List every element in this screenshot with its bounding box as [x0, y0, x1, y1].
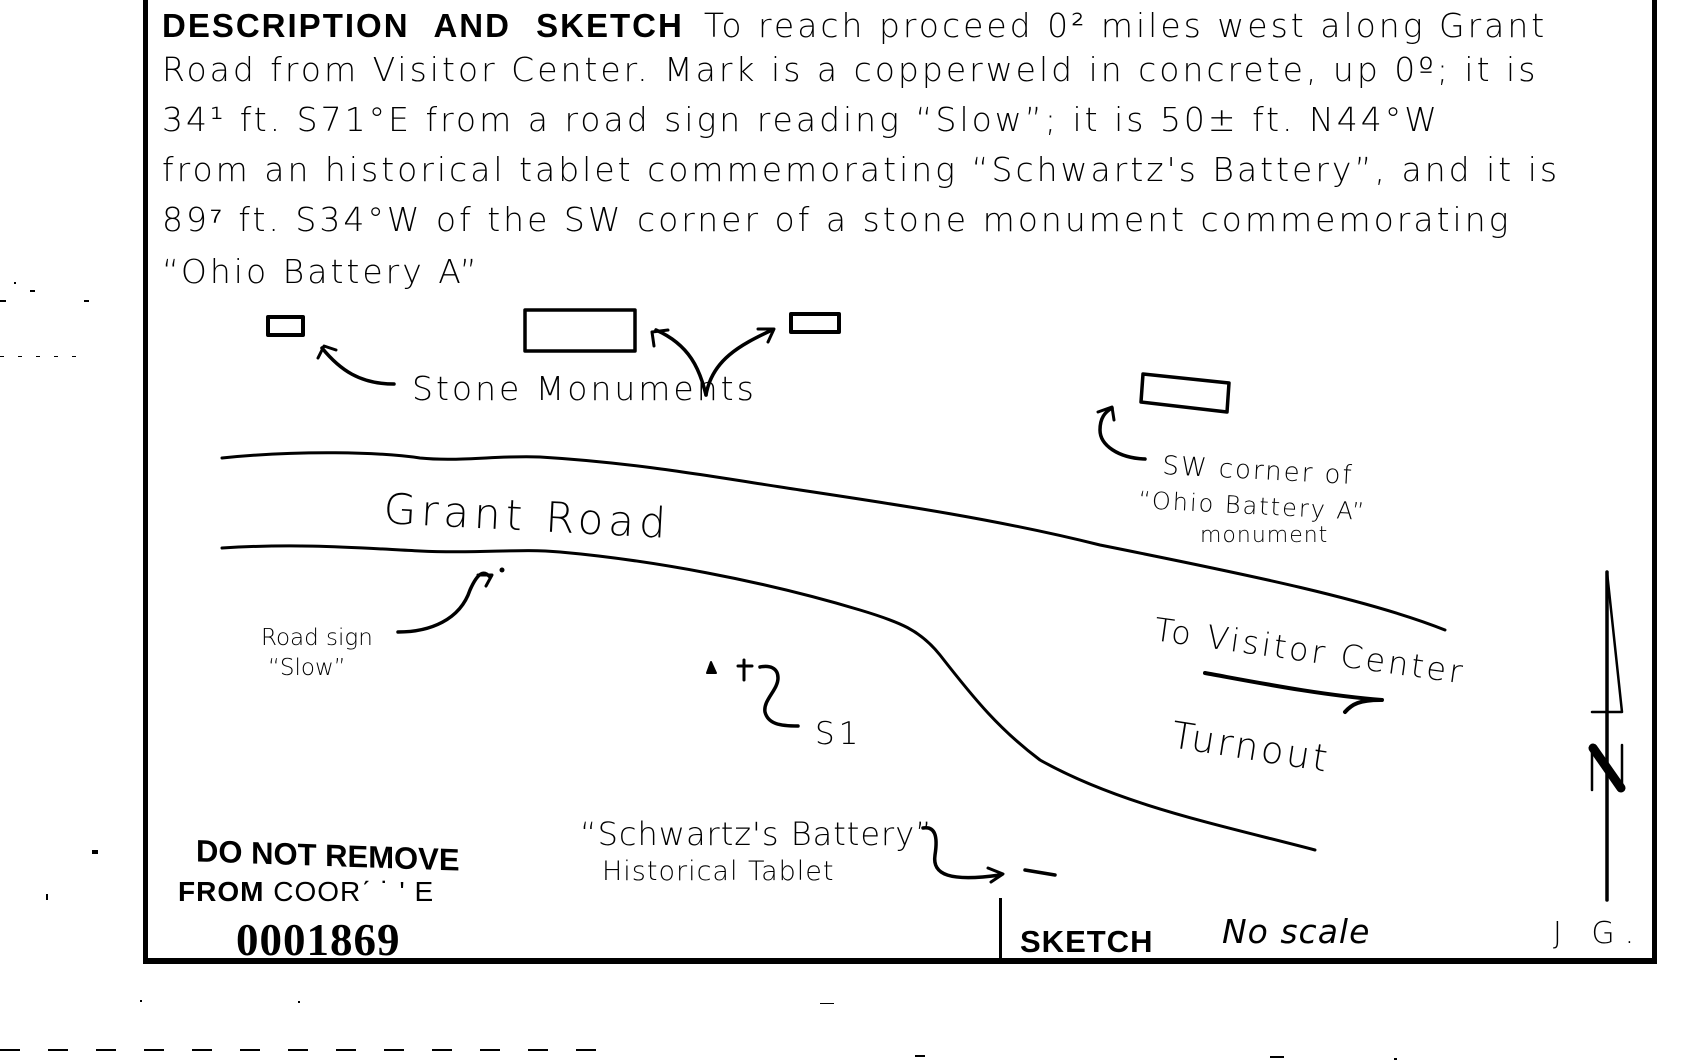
- tablet-pointer-arrow: [921, 826, 1002, 880]
- scan-speck: [0, 1049, 620, 1051]
- turnout-label: Turnout: [1169, 713, 1334, 781]
- road-sign-marker: [499, 567, 505, 573]
- monument-pointer-arrow-center: [654, 328, 708, 397]
- scan-speck: [1394, 1058, 1397, 1060]
- arrowhead: [736, 658, 754, 682]
- scan-speck: [46, 894, 48, 900]
- scan-speck: [0, 356, 80, 357]
- ohio-battery-a-monument: [1139, 372, 1231, 414]
- visitor-center-direction-arrow: [1203, 671, 1384, 702]
- description-text: To reach proceed 0² miles west along Gra…: [703, 6, 1548, 45]
- description-line-4: from an historical tablet commemorating …: [162, 150, 1561, 189]
- stone-monument-east: [789, 312, 841, 334]
- road-sign-label-line-1: Road sign: [261, 625, 373, 651]
- stamp-coords-rest: COORˊ ˙ ' E: [264, 876, 435, 907]
- stone-monument-west: [266, 315, 305, 337]
- scan-speck: [298, 1001, 300, 1003]
- scale-note: No scale: [1222, 912, 1371, 951]
- road-name-label: Grant Road: [382, 484, 672, 548]
- arrowhead: [316, 344, 338, 360]
- stamp-serial-number: 0001869: [236, 915, 401, 965]
- scan-speck: [84, 300, 89, 302]
- scan-speck: [820, 1003, 834, 1004]
- section-heading: DESCRIPTION AND SKETCH: [162, 7, 684, 44]
- description-line-1: DESCRIPTION AND SKETCH To reach proceed 0…: [162, 6, 1547, 45]
- card-border-bottom: [143, 958, 1657, 964]
- arrowhead: [756, 327, 776, 344]
- tablet-label-line-1: “Schwartz's Battery”: [580, 815, 933, 853]
- station-name-label: S1: [815, 716, 862, 752]
- stone-monument-center: [523, 308, 637, 353]
- description-line-3: 34¹ ft. S71°E from a road sign reading “…: [162, 100, 1440, 139]
- card-border-right: [1652, 0, 1657, 964]
- sw-corner-pointer-arrow: [1098, 406, 1147, 461]
- monument-pointer-arrow-west: [320, 346, 396, 386]
- sw-corner-label-line-1: SW corner of: [1162, 451, 1355, 491]
- sw-corner-label-line-3: monument: [1200, 523, 1328, 548]
- surveyor-initials: J G.: [1553, 916, 1645, 951]
- scan-speck: [140, 1000, 142, 1002]
- sketch-label-divider: [999, 898, 1002, 960]
- stamp-from-coords: FROM COORˊ ˙ ' E: [178, 876, 434, 908]
- scan-speck: [1270, 1056, 1284, 1058]
- road-edge-south: [220, 544, 1317, 852]
- scan-speck: [30, 290, 35, 292]
- arrowhead: [1343, 698, 1382, 714]
- stone-monuments-label: Stone Monuments: [412, 369, 757, 408]
- road-sign-pointer-arrow: [396, 571, 492, 634]
- sketch-label: SKETCH: [1020, 924, 1154, 959]
- north-arrow-icon: [1588, 570, 1626, 902]
- description-line-2: Road from Visitor Center. Mark is a copp…: [162, 50, 1539, 89]
- road-sign-label-line-2: “Slow”: [268, 655, 346, 681]
- card-border-left: [143, 0, 148, 964]
- description-line-5: 89⁷ ft. S34°W of the SW corner of a ston…: [162, 200, 1512, 239]
- road-edge-north: [220, 451, 1447, 632]
- description-line-6: “Ohio Battery A”: [162, 252, 480, 291]
- arrowhead: [986, 866, 1005, 884]
- arrowhead: [1096, 405, 1116, 422]
- scan-speck: [92, 850, 98, 854]
- tablet-label-line-2: Historical Tablet: [602, 856, 834, 887]
- scan-speck: [14, 282, 16, 284]
- monument-pointer-arrow-east: [704, 328, 774, 397]
- station-triangle-icon: [706, 661, 717, 674]
- station-pointer-arrow: [758, 664, 800, 728]
- scan-speck: [0, 300, 6, 302]
- stamp-from: FROM: [178, 876, 265, 907]
- sw-corner-label-line-2: “Ohio Battery A”: [1138, 486, 1367, 526]
- arrowhead: [650, 328, 670, 348]
- arrowhead: [476, 573, 494, 588]
- tablet-marker: [1023, 868, 1057, 877]
- scan-speck: [915, 1055, 925, 1057]
